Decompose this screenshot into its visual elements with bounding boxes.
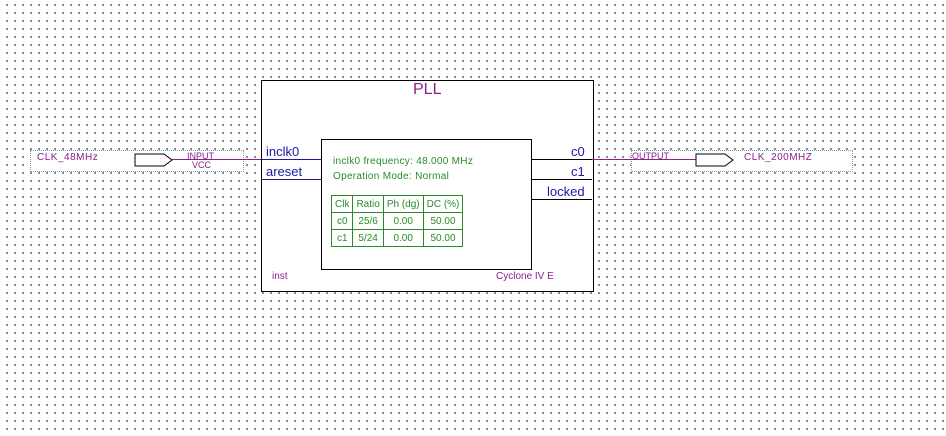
table-header-row: Clk Ratio Ph (dg) DC (%) bbox=[330, 195, 464, 213]
c0-port-line bbox=[530, 159, 592, 160]
table-row: c0 25/6 0.00 50.00 bbox=[330, 212, 464, 230]
table-cell: c1 bbox=[330, 229, 354, 247]
output-pin-arrow-icon bbox=[695, 153, 734, 167]
table-header: DC (%) bbox=[422, 195, 464, 213]
port-locked[interactable]: locked bbox=[547, 184, 585, 199]
port-c0[interactable]: c0 bbox=[571, 144, 585, 159]
locked-port-line bbox=[530, 199, 592, 200]
pll-title: PLL bbox=[413, 81, 442, 98]
port-inclk0[interactable]: inclk0 bbox=[266, 144, 300, 159]
instance-label: inst bbox=[272, 271, 288, 282]
input-pin-arrow-icon bbox=[134, 153, 173, 167]
table-header: Ph (dg) bbox=[382, 195, 424, 213]
output-pin-name: CLK_200MHZ bbox=[744, 152, 813, 163]
frequency-line: inclk0 frequency: 48.000 MHz bbox=[333, 156, 474, 167]
table-cell: c0 bbox=[330, 212, 354, 230]
port-areset[interactable]: areset bbox=[266, 164, 303, 179]
output-pin[interactable] bbox=[631, 150, 853, 172]
table-header: Clk bbox=[330, 195, 354, 213]
port-c1[interactable]: c1 bbox=[571, 164, 585, 179]
table-cell: 0.00 bbox=[382, 229, 424, 247]
input-pin-name: CLK_48MHz bbox=[37, 152, 99, 163]
wire-c0-to-output-inner bbox=[631, 159, 697, 160]
c1-port-line bbox=[530, 179, 592, 180]
areset-port-line bbox=[262, 179, 321, 180]
table-cell: 50.00 bbox=[422, 229, 464, 247]
table-cell: 5/24 bbox=[352, 229, 384, 247]
output-pin-type: OUTPUT bbox=[632, 151, 669, 161]
wire-input-to-inclk0 bbox=[172, 159, 262, 160]
table-cell: 50.00 bbox=[422, 212, 464, 230]
table-cell: 0.00 bbox=[382, 212, 424, 230]
device-family-label: Cyclone IV E bbox=[496, 271, 554, 282]
input-pin-default: VCC bbox=[192, 160, 212, 170]
table-cell: 25/6 bbox=[352, 212, 384, 230]
table-row: c1 5/24 0.00 50.00 bbox=[330, 229, 464, 247]
table-header: Ratio bbox=[352, 195, 384, 213]
clock-settings-table: Clk Ratio Ph (dg) DC (%) c0 25/6 0.00 50… bbox=[330, 195, 464, 247]
mode-line: Operation Mode: Normal bbox=[333, 171, 450, 182]
inclk0-port-line bbox=[262, 159, 321, 160]
input-pin-type: INPUT bbox=[187, 151, 214, 161]
